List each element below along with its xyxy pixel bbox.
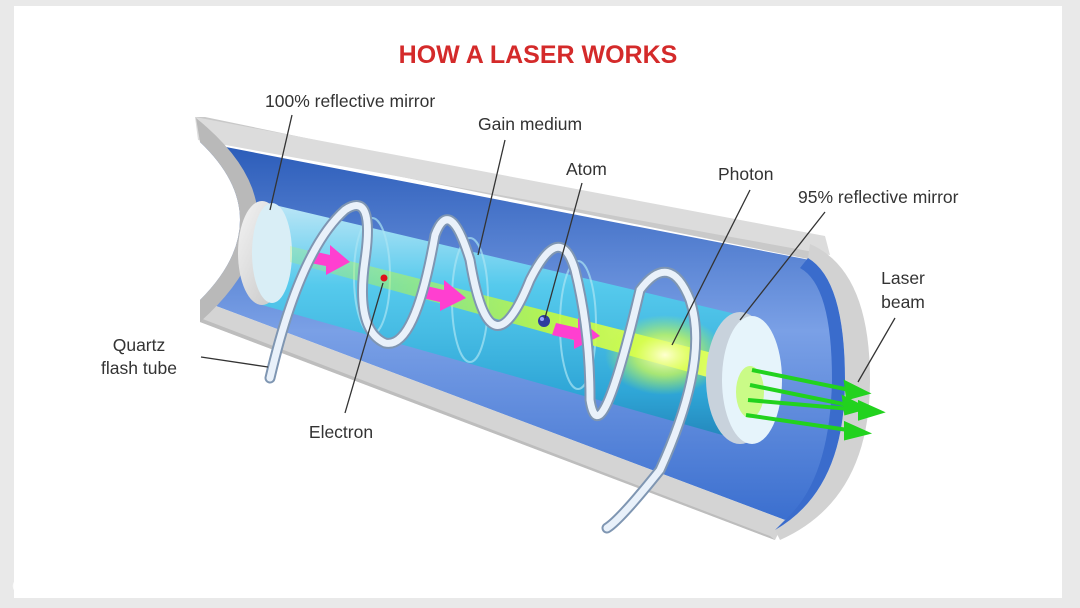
label-full-mirror: 100% reflective mirror [265, 91, 435, 111]
label-laser-beam-line1: Laser [881, 268, 925, 288]
diagram-title: HOW A LASER WORKS [399, 41, 678, 69]
watermark: 大数跨境 [14, 575, 130, 599]
label-gain-medium: Gain medium [478, 114, 582, 134]
watermark-text: 大数跨境 [50, 575, 130, 599]
label-flash-tube-line2: flash tube [101, 358, 177, 378]
atom-sphere [538, 315, 550, 327]
label-flash-tube-line1: Quartz [113, 335, 166, 355]
electron-dot [381, 275, 388, 282]
label-photon: Photon [718, 164, 773, 184]
label-electron: Electron [309, 422, 373, 442]
label-laser-beam-line2: beam [881, 292, 925, 312]
label-partial-mirror: 95% reflective mirror [798, 187, 959, 207]
watermark-logo-icon [14, 580, 26, 592]
label-atom: Atom [566, 159, 607, 179]
